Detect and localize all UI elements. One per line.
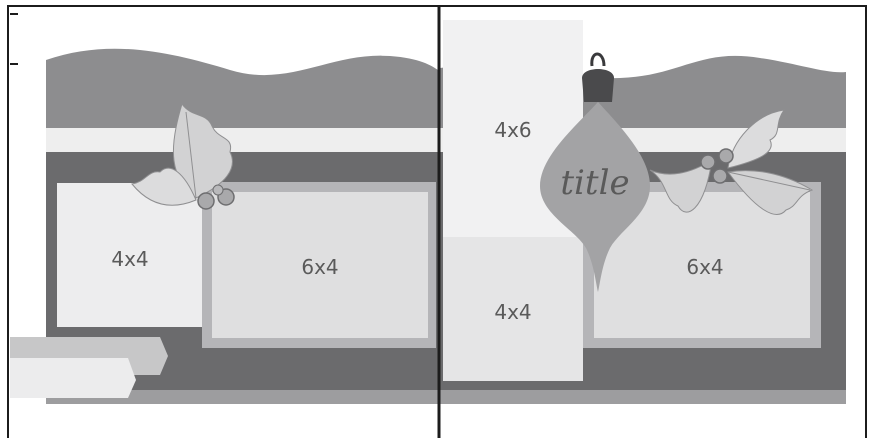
left-photo-small-label: 4x4 xyxy=(111,247,148,271)
berry-icon xyxy=(701,155,715,169)
berry-icon xyxy=(713,169,727,183)
right-photo-large-label: 6x4 xyxy=(686,255,723,279)
banner-lower xyxy=(10,358,136,398)
berry-icon xyxy=(198,193,214,209)
ornament-cap xyxy=(582,69,614,102)
ornament-title-label: title xyxy=(560,163,629,203)
right-bottom-strip xyxy=(440,390,846,404)
berry-icon xyxy=(719,149,733,163)
right-page: 4x6 4x4 6x4 title xyxy=(440,20,846,404)
right-photo-small-label: 4x4 xyxy=(494,300,531,324)
left-photo-large-label: 6x4 xyxy=(301,255,338,279)
left-light-band xyxy=(46,128,438,152)
berry-icon xyxy=(213,185,223,195)
left-page: 4x4 6x4 xyxy=(10,49,438,404)
right-photo-tall-label: 4x6 xyxy=(494,118,531,142)
